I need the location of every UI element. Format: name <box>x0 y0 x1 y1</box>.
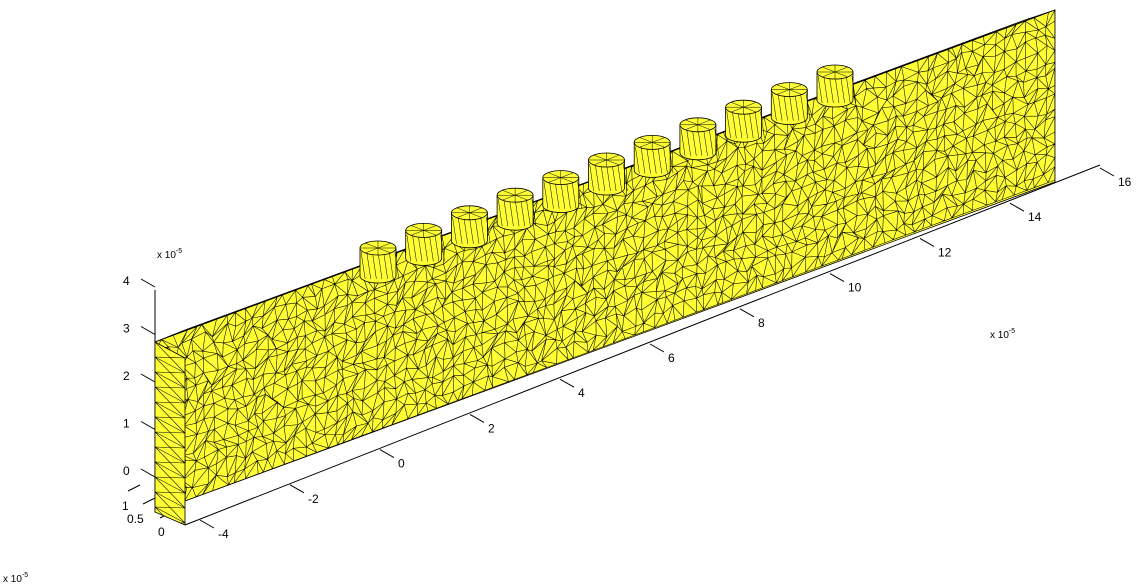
pillar <box>588 152 628 196</box>
x-tick-mark <box>1009 202 1025 212</box>
x-tick-label: 6 <box>668 351 675 365</box>
z-tick-label: 3 <box>123 322 130 336</box>
x-axis-ticks: -4 -2 0 2 4 6 8 10 12 14 16 <box>199 167 1132 541</box>
x-tick-mark <box>1099 167 1115 177</box>
pillar-mesh-edges <box>406 234 445 262</box>
z-tick-label: 4 <box>123 274 130 288</box>
z-tick-label: 2 <box>123 369 130 383</box>
z-tick-mark <box>140 373 156 383</box>
pillar <box>633 134 674 178</box>
side-face-triangulation <box>155 342 185 525</box>
pillar-top-edges <box>405 223 442 238</box>
pillar-top-edges <box>588 153 625 167</box>
x-tick-mark <box>829 273 845 283</box>
y-tick-label: 1 <box>122 499 129 513</box>
x-axis-line <box>184 164 1101 526</box>
y-tick-mark <box>142 497 156 505</box>
z-tick-mark <box>140 278 156 288</box>
pillar <box>542 170 582 213</box>
x-tick-label: 2 <box>488 421 495 435</box>
pillar <box>359 240 400 284</box>
pillar-mesh-edges <box>543 181 582 209</box>
pillar-mesh-edges <box>497 199 537 227</box>
pillar-mesh-edges <box>817 75 857 104</box>
x-tick-mark <box>199 519 215 529</box>
mesh-body <box>154 9 1056 526</box>
x-tick-mark <box>559 378 575 388</box>
x-tick-mark <box>649 343 665 353</box>
pillar <box>679 117 720 161</box>
y-tick-label: 0.5 <box>127 512 144 526</box>
x-tick-mark <box>379 449 395 459</box>
x-tick-label: 8 <box>758 316 765 330</box>
x-tick-mark <box>919 237 935 247</box>
z-tick-mark <box>140 468 156 478</box>
x-tick-label: -4 <box>218 527 229 541</box>
pillar-top-edges <box>360 241 396 255</box>
x-tick-label: 0 <box>398 457 405 471</box>
pillar-mesh-edges <box>589 163 628 192</box>
pillar-top-edges <box>451 205 488 220</box>
pillar-mesh-edges <box>772 93 811 121</box>
z-tick-label: 0 <box>123 464 130 478</box>
pillar-top-edges <box>679 117 716 132</box>
z-axis-ticks: 0 1 2 3 4 <box>123 274 156 478</box>
pillar-mesh-edges <box>452 216 491 244</box>
x-tick-label: 12 <box>938 245 952 259</box>
z-tick-mark <box>140 326 156 335</box>
mesh-side-face <box>154 341 186 526</box>
pillar-top-edges <box>634 135 671 150</box>
pillar <box>405 222 445 266</box>
y-axis-exponent: x 10-5 <box>3 572 28 585</box>
y-tick-label: 0 <box>158 525 165 539</box>
pillar-mesh-edges <box>726 111 765 139</box>
z-axis: 0 1 2 3 4 x 10-5 <box>123 248 182 490</box>
pillar-top-edges <box>725 100 762 115</box>
pillar <box>725 99 765 143</box>
z-tick-label: 1 <box>123 417 130 431</box>
side-mesh-edges <box>155 342 185 525</box>
x-tick-mark <box>739 308 755 318</box>
pillar-top-edges <box>542 170 579 185</box>
pillar-top-edges <box>497 188 534 203</box>
x-tick-label: 4 <box>578 386 585 400</box>
pillar <box>770 82 811 125</box>
pillar-mesh-edges <box>680 128 720 156</box>
x-axis-exponent: x 10-5 <box>990 328 1015 341</box>
z-tick-mark <box>140 421 156 430</box>
pillar-top-edges <box>817 65 853 79</box>
y-axis-ticks: 00.51 <box>122 484 173 539</box>
pillar <box>450 205 491 249</box>
y-tick-mark <box>127 484 141 492</box>
pillar-mesh-edges <box>635 146 674 174</box>
pillar-top-edges <box>771 82 808 97</box>
x-tick-mark <box>469 413 485 423</box>
pillar <box>816 64 857 108</box>
x-tick-label: -2 <box>308 492 319 506</box>
x-tick-label: 14 <box>1028 210 1042 224</box>
pillar-mesh-edges <box>360 251 400 280</box>
x-tick-label: 16 <box>1118 175 1132 189</box>
x-tick-label: 10 <box>848 281 862 295</box>
z-axis-exponent: x 10-5 <box>157 248 182 261</box>
x-axis: -4 -2 0 2 4 6 8 10 12 14 16 x 10-5 <box>184 164 1132 541</box>
pillar-row <box>359 64 857 284</box>
pillar <box>496 187 537 231</box>
x-tick-mark <box>289 484 305 494</box>
